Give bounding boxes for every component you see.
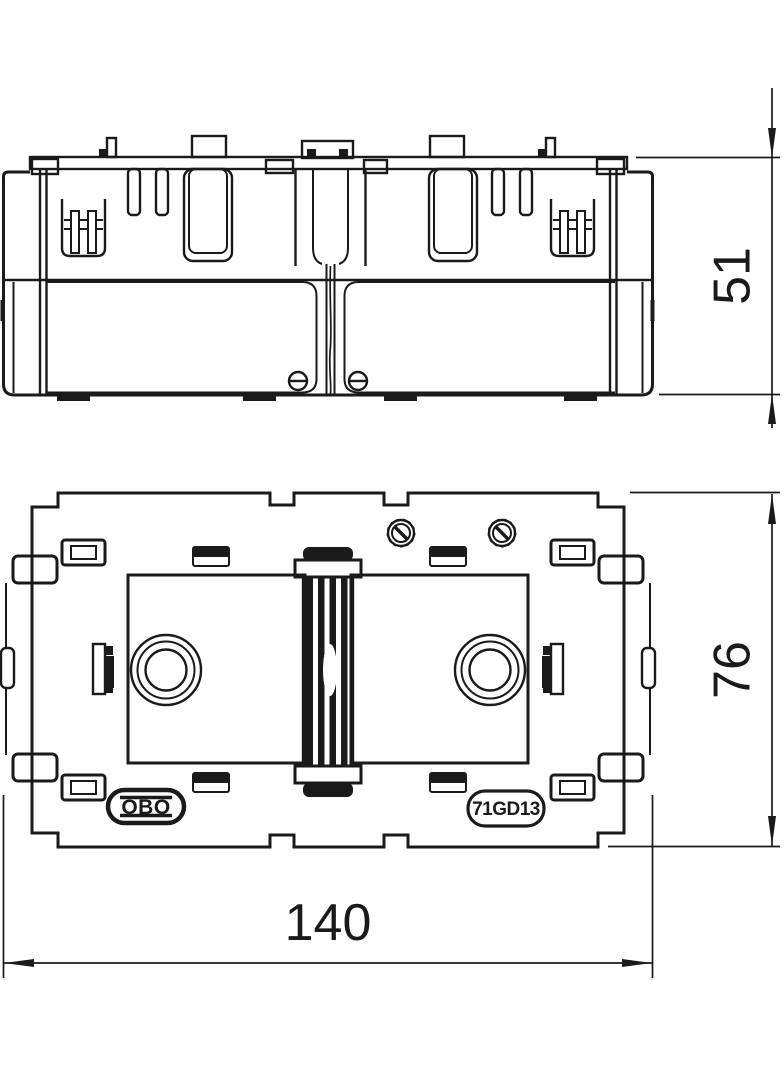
tab-right: [428, 134, 466, 159]
latch-pocket-right: [549, 199, 596, 258]
arrowhead: [4, 959, 34, 967]
slot-left: [182, 167, 234, 263]
dimension-plan-height: 76: [608, 491, 780, 848]
side-latch-right: [542, 642, 565, 696]
arrowhead: [768, 494, 776, 524]
part-number-text: 71GD13: [472, 799, 540, 820]
dimension-label-140: 140: [285, 894, 372, 952]
knockout-left: [129, 633, 203, 707]
adjusting-screw-left: [386, 518, 416, 548]
device-opening-right: [349, 573, 530, 765]
part-number-badge: 71GD13: [466, 789, 546, 828]
foot-mark: [243, 394, 276, 401]
center-seam: [294, 169, 367, 395]
foot-mark: [57, 394, 90, 401]
body-edge-right: [627, 170, 654, 280]
body-edge-left: [2, 170, 30, 280]
clip-top-mid-right: [429, 546, 467, 567]
brand-logo: OBO: [105, 787, 187, 826]
clip-top-mid-left: [192, 546, 230, 567]
pin-right: [544, 136, 557, 159]
plan-view: OBO 71GD13: [0, 491, 657, 849]
flange-right: [597, 554, 657, 783]
dimension-side-height: 51: [636, 88, 780, 428]
tab-left: [190, 134, 228, 159]
dimension-label-51: 51: [704, 247, 762, 305]
cover-face-right: [343, 281, 615, 394]
foot-mark: [384, 394, 417, 401]
arrowhead: [622, 959, 652, 967]
clip-top-right: [549, 538, 596, 567]
side-latch-left: [91, 642, 114, 696]
arrowhead: [768, 816, 776, 846]
arrowhead: [768, 394, 776, 424]
channel-left: [126, 167, 170, 217]
clip-bottom-left: [60, 773, 107, 802]
dimension-label-76: 76: [704, 641, 762, 699]
slot-right: [427, 167, 479, 263]
latch-pocket-left: [60, 199, 107, 258]
clip-bottom-mid-right: [429, 772, 467, 793]
dimension-plan-width: 140: [2, 795, 654, 978]
lower-body: [2, 280, 654, 397]
brand-logo-text: OBO: [121, 796, 170, 819]
seam-screw-right: [347, 370, 369, 392]
channel-right: [490, 167, 534, 217]
clip-top-left: [60, 538, 107, 567]
clip-bottom-right: [549, 773, 596, 802]
seam-screw-left: [287, 370, 309, 392]
foot-mark: [564, 394, 597, 401]
knockout-right: [453, 633, 527, 707]
plan-outer-contour: [30, 491, 626, 849]
center-divider: [293, 547, 363, 797]
tab-center: [300, 139, 355, 160]
device-opening-left: [126, 573, 307, 765]
flange-left: [0, 554, 59, 783]
adjusting-screw-right: [487, 518, 517, 548]
clip-bottom-mid-left: [192, 772, 230, 793]
cover-face-left: [46, 281, 318, 394]
side-view: [0, 134, 655, 401]
arrowhead: [768, 128, 776, 158]
pin-left: [105, 136, 118, 159]
